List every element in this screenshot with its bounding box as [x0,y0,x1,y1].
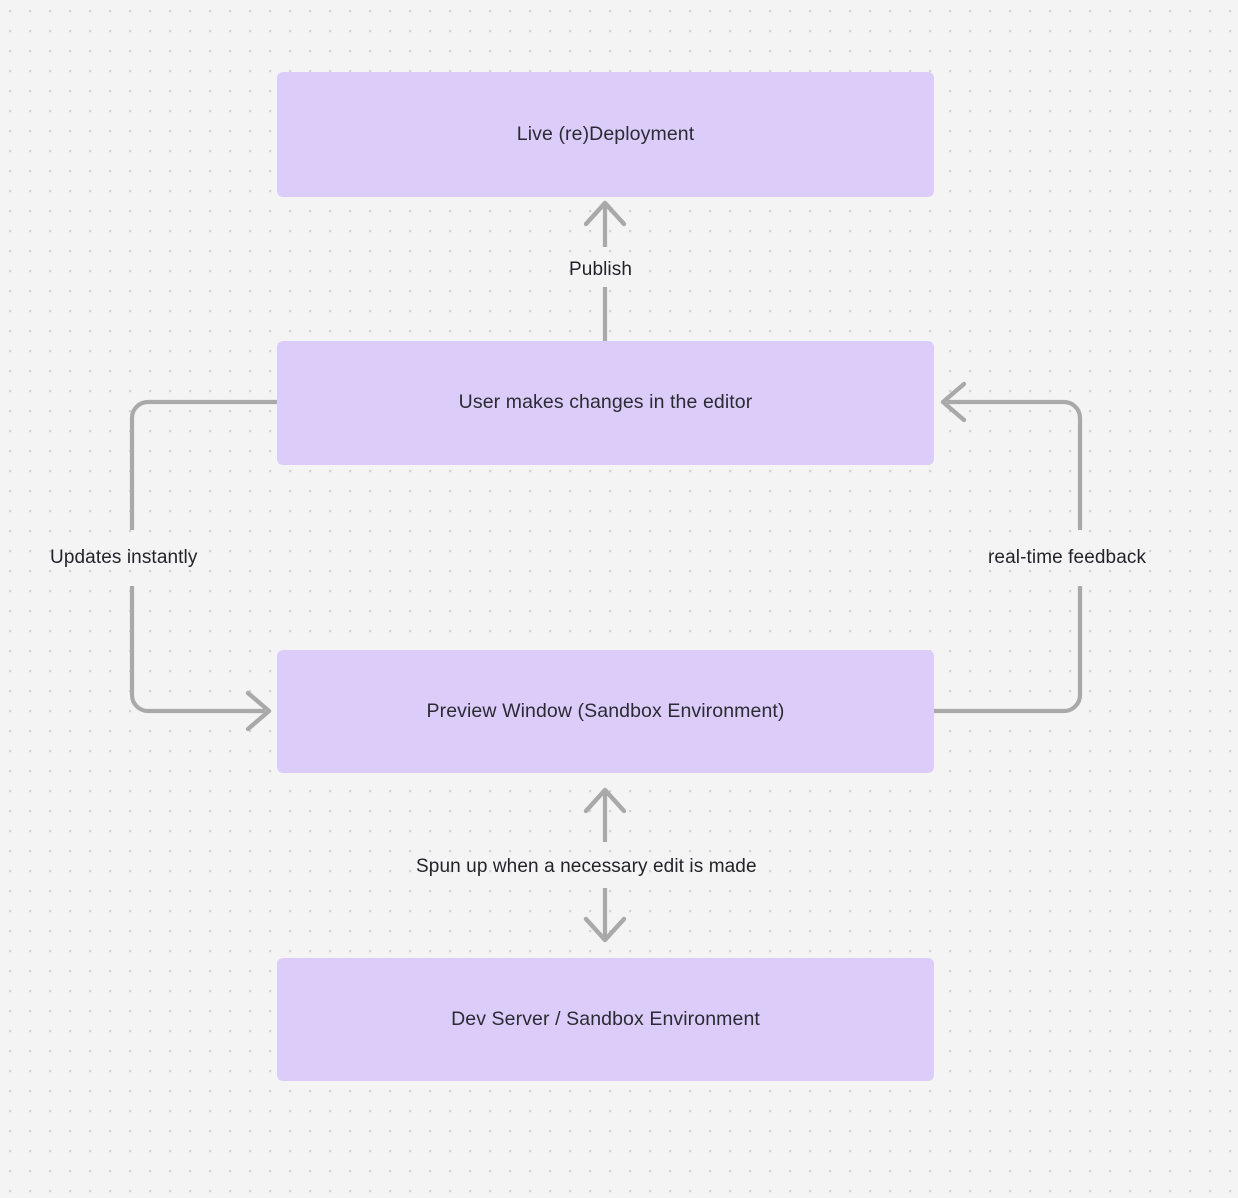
edge-label-spun-up: Spun up when a necessary edit is made [416,856,757,877]
node-preview-window[interactable]: Preview Window (Sandbox Environment) [277,650,934,773]
node-label: Preview Window (Sandbox Environment) [426,699,785,722]
node-label: Dev Server / Sandbox Environment [451,1007,760,1030]
node-label: User makes changes in the editor [458,391,753,414]
node-dev-server[interactable]: Dev Server / Sandbox Environment [277,958,934,1081]
edge-label-updates-instantly: Updates instantly [50,547,198,568]
edge-label-real-time-feedback: real-time feedback [988,547,1147,568]
edge-label-publish: Publish [569,259,633,280]
node-live-deployment[interactable]: Live (re)Deployment [277,72,934,197]
node-user-makes-changes[interactable]: User makes changes in the editor [277,341,934,465]
node-label: Live (re)Deployment [516,122,695,145]
